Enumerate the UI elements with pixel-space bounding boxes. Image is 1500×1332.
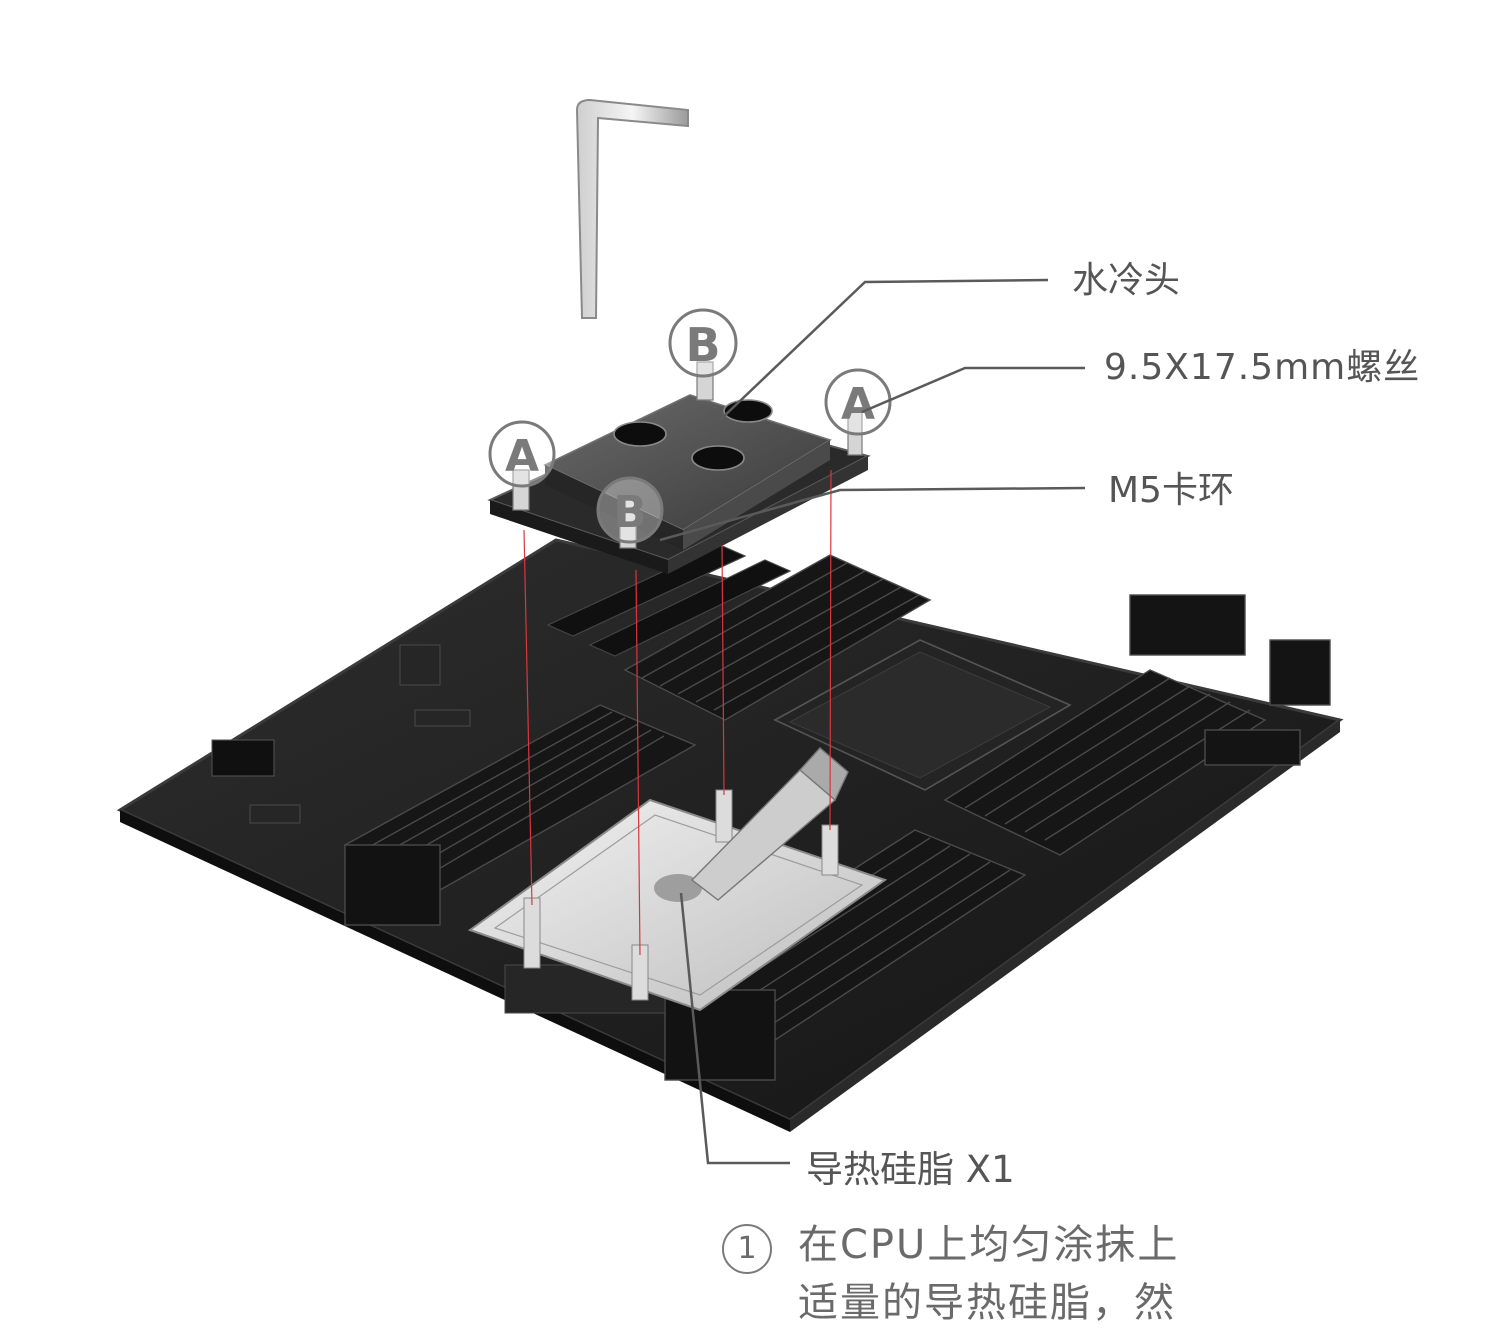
thermal-paste-icon	[654, 747, 849, 902]
label-waterblock: 水冷头	[1072, 260, 1180, 301]
ram-slots-top	[623, 554, 932, 721]
svg-text:B: B	[685, 318, 720, 372]
marker-a-left: A	[488, 420, 556, 488]
pin-header	[211, 739, 275, 777]
marker-b-front: B	[596, 476, 664, 544]
inlet-port-icon	[613, 421, 667, 447]
power-connectors	[1129, 594, 1331, 766]
callout-lines	[659, 278, 1086, 1165]
alignment-guides	[523, 469, 832, 956]
label-thermal-paste: 导热硅脂 X1	[806, 1148, 1015, 1191]
ram-slots-left	[343, 704, 697, 926]
label-clip: M5卡环	[1108, 470, 1234, 511]
marker-b-top: B	[668, 308, 738, 378]
pcie-slots	[546, 544, 792, 657]
cpu-socket-1	[467, 789, 888, 1012]
label-screws: 9.5X17.5mm螺丝	[1104, 347, 1420, 388]
step-number-badge: 1	[722, 1224, 772, 1274]
svg-text:A: A	[505, 431, 539, 482]
svg-text:B: B	[613, 487, 647, 538]
outlet-port-icon	[691, 445, 745, 471]
cpu-socket-2	[773, 639, 1072, 791]
step-line-2: 适量的导热硅脂，然	[798, 1280, 1176, 1326]
svg-text:A: A	[841, 379, 875, 430]
motherboard	[116, 538, 1344, 1132]
marker-a-right: A	[824, 368, 892, 436]
step-text: 在CPU上均匀涂抹上 适量的导热硅脂，然	[798, 1216, 1268, 1332]
step-line-1: 在CPU上均匀涂抹上	[798, 1222, 1180, 1268]
allen-wrench-icon	[575, 98, 689, 319]
